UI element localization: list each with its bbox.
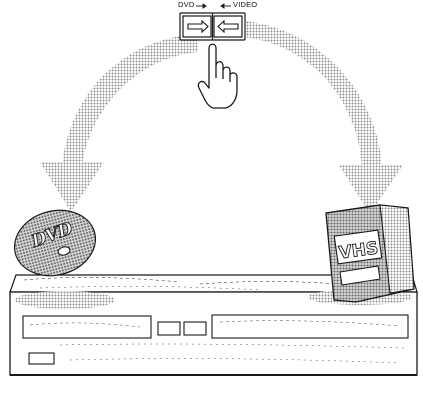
arrow-left-icon bbox=[217, 19, 239, 34]
dvd-video-selector-button[interactable] bbox=[179, 12, 246, 41]
pointing-hand-icon bbox=[197, 43, 238, 109]
panel-texture bbox=[69, 358, 401, 364]
disc-shadow bbox=[15, 291, 115, 309]
dvd-label: DVD bbox=[178, 0, 195, 9]
arrow-right-icon bbox=[187, 19, 209, 34]
dvd-label-arrow-icon bbox=[196, 3, 207, 9]
curved-arrow-left-icon bbox=[40, 34, 198, 212]
video-label: VIDEO bbox=[233, 0, 258, 9]
vhs-cassette: VHS bbox=[325, 204, 415, 303]
video-label-arrow-icon bbox=[220, 3, 231, 9]
vhs-cassette-slot bbox=[211, 314, 409, 339]
dvd-disc: DVD bbox=[13, 209, 97, 277]
curved-arrow-right-icon bbox=[233, 20, 403, 214]
dvd-disc-tray bbox=[22, 315, 152, 339]
center-buttons bbox=[157, 321, 207, 336]
power-button bbox=[28, 352, 55, 365]
panel-texture bbox=[59, 343, 406, 349]
